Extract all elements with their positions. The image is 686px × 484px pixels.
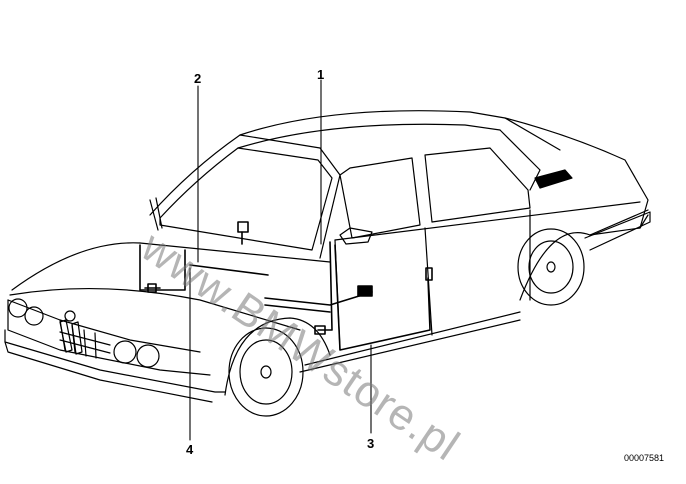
callout-label-3: 3 [367,436,375,451]
callout-label-4: 4 [186,442,194,457]
callout-label-2: 2 [194,71,202,86]
part-number: 00007581 [624,453,665,463]
callout-label-1: 1 [317,67,325,82]
leader-lines [189,79,372,441]
wiring-harness [139,221,433,351]
